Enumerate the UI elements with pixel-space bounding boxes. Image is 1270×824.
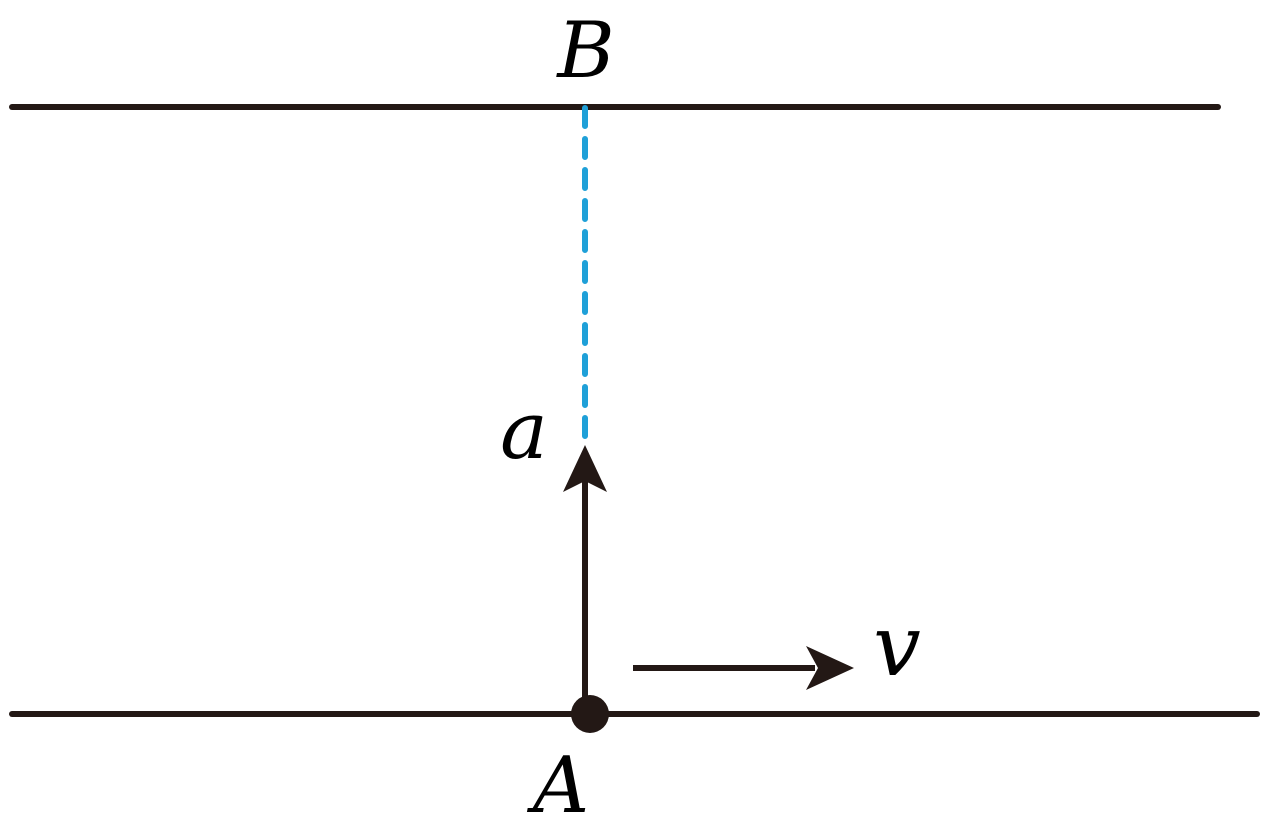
point-b-label: B xyxy=(555,6,614,96)
point-a-dot xyxy=(571,695,609,733)
velocity-label: v xyxy=(873,597,920,695)
velocity-arrowhead xyxy=(806,646,854,690)
acceleration-label: a xyxy=(500,384,548,477)
point-a-label: A xyxy=(527,741,589,824)
acceleration-arrowhead xyxy=(563,445,607,492)
